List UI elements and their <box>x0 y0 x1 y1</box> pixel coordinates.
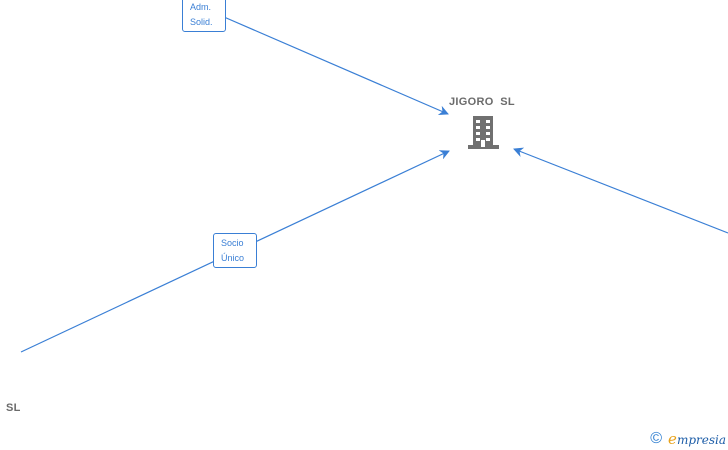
edge-label-line: Adm. <box>190 2 212 12</box>
edge-label-socio-unico[interactable]: Socio Único <box>213 233 257 268</box>
edge-label-line: Único <box>221 253 245 263</box>
footer-branding: © empresia <box>650 430 726 448</box>
edge-label-line: Solid. <box>190 17 213 27</box>
brand-logo-text: mpresia <box>676 433 726 447</box>
edge-label-line: Socio <box>221 238 244 248</box>
brand-logo-initial: e <box>668 430 677 448</box>
copyright-icon: © <box>650 430 663 447</box>
brand-logo[interactable]: empresia <box>668 430 726 448</box>
edge-line-adm-solid <box>223 16 449 116</box>
building-icon[interactable] <box>468 116 499 149</box>
edge-label-adm-solid[interactable]: Adm. Solid. <box>182 0 226 32</box>
edge-line-right <box>513 147 728 234</box>
left-node-label[interactable]: SL <box>6 402 21 414</box>
company-node-label[interactable]: JIGORO SL <box>449 96 515 108</box>
